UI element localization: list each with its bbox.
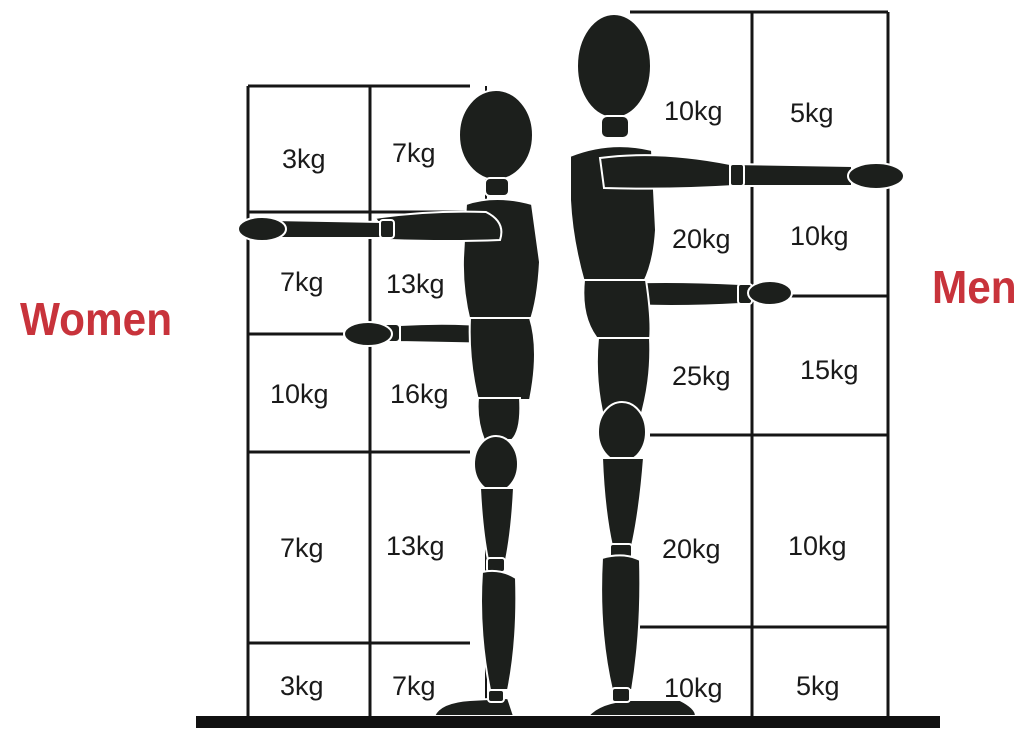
men-cell-r4-c2: 10kg (788, 531, 847, 561)
men-cell-r3-c1: 25kg (672, 361, 731, 391)
men-cell-r1-c2: 5kg (790, 98, 834, 128)
women-cell-r4-c2: 13kg (386, 531, 445, 561)
women-cell-r1-c1: 3kg (282, 144, 326, 174)
men-cell-r4-c1: 20kg (662, 534, 721, 564)
men-cell-r5-c2: 5kg (796, 671, 840, 701)
floor-bar (196, 716, 940, 728)
men-cell-r3-c2: 15kg (800, 355, 859, 385)
men-label: Men (932, 264, 1017, 310)
women-cell-r3-c1: 10kg (270, 379, 329, 409)
men-cell-r1-c1: 10kg (664, 96, 723, 126)
women-cell-r5-c1: 3kg (280, 671, 324, 701)
women-cell-r5-c2: 7kg (392, 671, 436, 701)
women-cell-r2-c2: 13kg (386, 269, 445, 299)
women-cell-r4-c1: 7kg (280, 533, 324, 563)
women-cell-r3-c2: 16kg (390, 379, 449, 409)
men-cell-r5-c1: 10kg (664, 673, 723, 703)
men-cell-r2-c1: 20kg (672, 224, 731, 254)
women-cell-r1-c2: 7kg (392, 138, 436, 168)
men-cell-r2-c2: 10kg (790, 221, 849, 251)
women-label: Women (20, 296, 172, 342)
women-cell-r2-c1: 7kg (280, 267, 324, 297)
